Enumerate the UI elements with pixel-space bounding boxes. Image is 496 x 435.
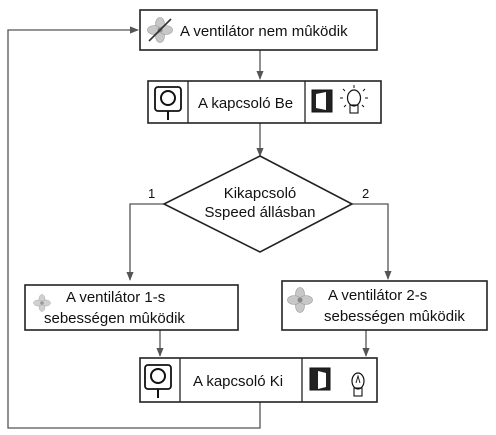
- switch-on-label: A kapcsoló Be: [198, 95, 293, 112]
- node-start: A ventilátor nem mûködik: [139, 9, 378, 51]
- decision-line1: Kikapcsoló: [224, 185, 297, 202]
- edge-decision-to-speed1: [126, 203, 164, 281]
- speed1-line1: A ventilátor 1-s: [66, 289, 165, 306]
- speed2-line2: sebességen mûködik: [324, 308, 465, 325]
- timer-knob-icon: [154, 86, 182, 120]
- branch-label-right: 2: [362, 186, 369, 201]
- node-speed1: A ventilátor 1-s sebességen mûködik: [24, 284, 239, 331]
- decision-line2: Sspeed állásban: [205, 204, 316, 221]
- node-switch-on: A kapcsoló Be: [147, 80, 382, 124]
- fan-large-icon: [287, 287, 313, 313]
- switch-off-lamp-unlit-icon: [309, 367, 365, 397]
- speed1-line2: sebességen mûködik: [44, 310, 185, 327]
- start-label: A ventilátor nem mûködik: [180, 23, 348, 40]
- fan-crossed-icon: [147, 17, 173, 43]
- edge-loop-back: [7, 26, 261, 429]
- branch-label-left: 1: [148, 186, 155, 201]
- node-decision: Kikapcsoló Sspeed állásban: [162, 155, 354, 253]
- speed2-line1: A ventilátor 2-s: [328, 287, 427, 304]
- fan-small-icon: [33, 294, 51, 312]
- connectors: [7, 26, 392, 429]
- switch-on-lamp-lit-icon: [311, 85, 368, 114]
- node-speed2: A ventilátor 2-s sebességen mûködik: [281, 280, 488, 331]
- timer-knob-icon: [144, 364, 172, 398]
- edge-decision-to-speed2: [352, 203, 392, 280]
- switch-off-label: A kapcsoló Ki: [193, 373, 283, 390]
- node-switch-off: A kapcsoló Ki: [139, 357, 378, 403]
